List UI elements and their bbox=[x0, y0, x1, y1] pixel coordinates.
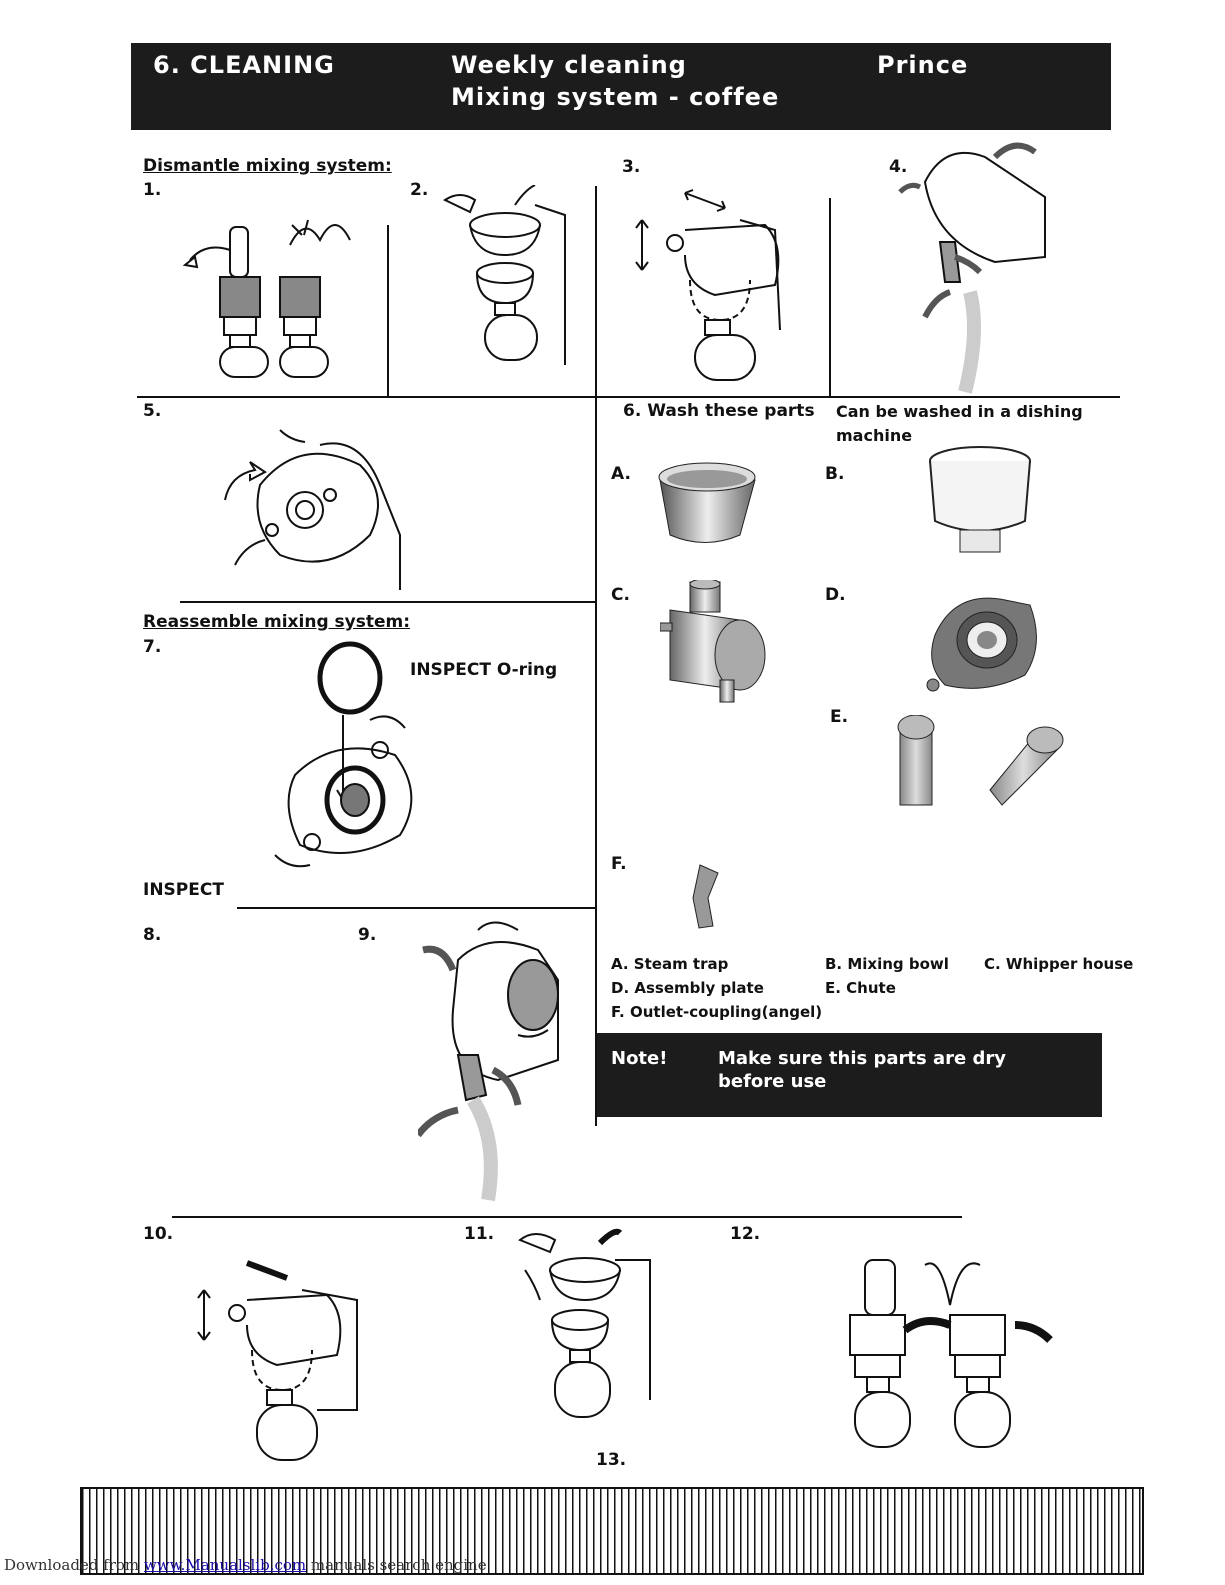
part-a-steam-trap-image bbox=[658, 462, 756, 543]
part-b-label: B. bbox=[825, 464, 845, 484]
divider bbox=[180, 601, 597, 603]
part-e-label: E. bbox=[830, 707, 849, 727]
note-box: Note! Make sure this parts are dry befor… bbox=[597, 1033, 1102, 1117]
note-line2: before use bbox=[718, 1071, 827, 1092]
step-3-illustration bbox=[635, 189, 781, 381]
step-4-illustration bbox=[898, 142, 1046, 394]
note-line1: Make sure this parts are dry bbox=[718, 1048, 1006, 1069]
dishwasher-note-line2: machine bbox=[836, 426, 913, 445]
step-3-label: 3. bbox=[622, 157, 641, 177]
header-title-line1: Weekly cleaning bbox=[451, 51, 687, 79]
part-c-label: C. bbox=[611, 585, 630, 605]
step-7-label: 7. bbox=[143, 637, 162, 657]
download-footer: Downloaded from www.Manualslib.com manua… bbox=[4, 1556, 487, 1574]
step-1-illustration bbox=[182, 219, 351, 378]
part-d-assembly-plate-image bbox=[926, 597, 1037, 692]
footer-suffix: manuals search engine bbox=[310, 1556, 487, 1574]
step-4-label: 4. bbox=[889, 157, 908, 177]
section-title: 6. CLEANING bbox=[153, 51, 335, 79]
divider bbox=[172, 1216, 962, 1218]
dishwasher-note-line1: Can be washed in a dishing bbox=[836, 402, 1083, 421]
part-f-label: F. bbox=[611, 854, 627, 874]
wash-heading: 6. Wash these parts bbox=[623, 401, 815, 421]
dismantle-heading: Dismantle mixing system: bbox=[143, 156, 392, 176]
step-2-illustration bbox=[442, 185, 566, 365]
inspect-oring-label: INSPECT O-ring bbox=[410, 660, 558, 680]
step-1-label: 1. bbox=[143, 180, 162, 200]
step-7-illustration bbox=[274, 641, 413, 868]
legend-item: A. Steam trap bbox=[611, 955, 729, 973]
step-5-label: 5. bbox=[143, 401, 162, 421]
step-10-label: 10. bbox=[143, 1224, 174, 1244]
divider bbox=[829, 198, 831, 397]
step-10-illustration bbox=[197, 1260, 358, 1461]
page-footer-strip bbox=[80, 1487, 1144, 1575]
divider bbox=[237, 907, 597, 909]
legend-item: F. Outlet-coupling(angel) bbox=[611, 1003, 823, 1021]
part-a-label: A. bbox=[611, 464, 631, 484]
divider bbox=[387, 225, 389, 397]
legend-item: B. Mixing bowl bbox=[825, 955, 949, 973]
part-f-outlet-coupling-image bbox=[692, 864, 719, 929]
legend-item: C. Whipper house bbox=[984, 955, 1134, 973]
divider bbox=[595, 186, 597, 1126]
step-2-label: 2. bbox=[410, 180, 429, 200]
legend-item: D. Assembly plate bbox=[611, 979, 764, 997]
step-11-label: 11. bbox=[464, 1224, 495, 1244]
step-12-illustration bbox=[849, 1259, 1053, 1448]
manualslib-link[interactable]: www.Manualslib.com bbox=[143, 1556, 307, 1574]
footer-prefix: Downloaded from bbox=[4, 1556, 140, 1574]
page-header: 6. CLEANING Weekly cleaning Mixing syste… bbox=[131, 43, 1111, 130]
header-title-line2: Mixing system - coffee bbox=[451, 83, 780, 111]
model-name: Prince bbox=[877, 51, 969, 79]
part-b-mixing-bowl-image bbox=[929, 446, 1031, 553]
step-9-illustration bbox=[418, 921, 559, 1202]
inspect-label: INSPECT bbox=[143, 880, 224, 900]
part-c-whipper-house-image bbox=[660, 580, 766, 703]
part-e-chute-image bbox=[897, 715, 1064, 806]
reassemble-heading: Reassemble mixing system: bbox=[143, 612, 411, 632]
legend-item: E. Chute bbox=[825, 979, 896, 997]
step-5-illustration bbox=[224, 429, 401, 590]
step-13-label: 13. bbox=[596, 1450, 627, 1470]
part-d-label: D. bbox=[825, 585, 846, 605]
divider bbox=[137, 396, 1120, 398]
note-label: Note! bbox=[611, 1048, 668, 1069]
step-11-illustration bbox=[518, 1228, 651, 1418]
step-9-label: 9. bbox=[358, 925, 377, 945]
step-12-label: 12. bbox=[730, 1224, 761, 1244]
step-8-label: 8. bbox=[143, 925, 162, 945]
